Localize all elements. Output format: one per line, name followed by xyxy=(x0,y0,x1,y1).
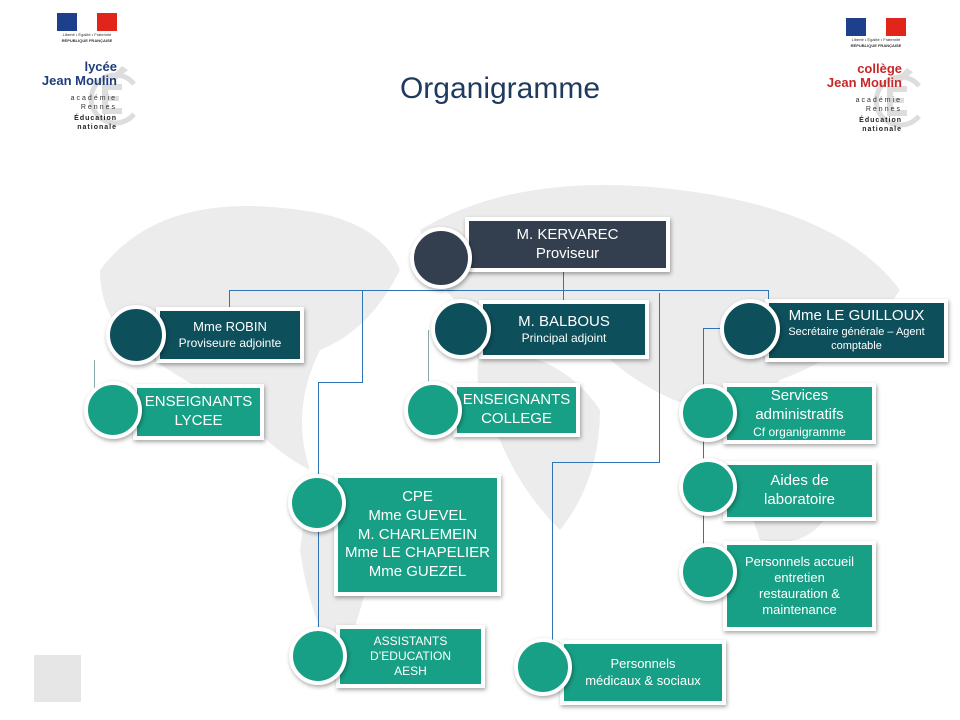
republique-francaise-flag-right xyxy=(846,18,906,36)
node-label: M. CHARLEMEIN xyxy=(357,525,478,543)
node-label: AESH xyxy=(394,664,427,678)
node-label: Mme GUEVEL xyxy=(368,506,467,524)
node-label: Personnels xyxy=(610,656,676,672)
photo-placeholder-circle xyxy=(679,543,737,601)
node-label: LYCEE xyxy=(174,412,223,429)
logo-academie: académie xyxy=(70,95,117,102)
logo-school-type: lycée xyxy=(84,59,117,74)
node-name: M. KERVAREC xyxy=(516,225,619,243)
node-label: D’EDUCATION xyxy=(369,649,452,663)
node-label: laboratoire xyxy=(764,491,835,508)
logo-motto-right: Liberté • Égalité • Fraternité xyxy=(851,37,901,42)
education-e-mark-icon xyxy=(873,68,921,128)
photo-placeholder-circle xyxy=(514,638,572,696)
logo-school-name: Jean Moulin xyxy=(41,73,117,88)
node-name: M. BALBOUS xyxy=(518,312,610,330)
photo-placeholder-circle xyxy=(410,227,472,289)
node-label: médicaux & sociaux xyxy=(585,672,701,688)
logo-republic-right: RÉPUBLIQUE FRANÇAISE xyxy=(850,43,902,48)
node-role: Proviseure adjointe xyxy=(178,335,282,350)
logo-nationale: nationale xyxy=(77,124,117,131)
photo-placeholder-circle xyxy=(431,299,491,359)
node-label: Aides de xyxy=(770,472,829,490)
logo-education: Éducation xyxy=(74,115,117,122)
photo-placeholder-circle xyxy=(84,381,142,439)
logo-education: Éducation xyxy=(859,117,902,124)
node-label: administratifs xyxy=(755,406,844,423)
node-role: Proviseur xyxy=(535,244,600,262)
node-role: Secrétaire générale – Agent comptable xyxy=(788,326,925,352)
node-label: Services xyxy=(770,387,829,405)
node-label: CPE xyxy=(402,488,433,506)
logo-school-name: Jean Moulin xyxy=(826,75,902,90)
node-label: ENSEIGNANTS xyxy=(462,391,571,409)
node-role: Principal adjoint xyxy=(521,331,607,346)
education-e-mark-icon xyxy=(88,66,136,126)
node-label: entretien xyxy=(774,569,825,585)
photo-placeholder-circle xyxy=(288,474,346,532)
node-label: ASSISTANTS xyxy=(373,634,448,648)
logo-nationale: nationale xyxy=(862,126,902,133)
node-label: maintenance xyxy=(762,602,837,618)
node-label: Mme LE CHAPELIER xyxy=(344,544,491,562)
logo-motto-left: Liberté • Égalité • Fraternité xyxy=(62,32,112,37)
republique-francaise-flag-left xyxy=(57,13,117,31)
node-label: COLLEGE xyxy=(481,410,552,427)
photo-placeholder-circle xyxy=(720,299,780,359)
node-label: Personnels accueil xyxy=(744,553,855,569)
photo-placeholder-circle xyxy=(679,458,737,516)
photo-placeholder-circle xyxy=(404,381,462,439)
placeholder-square xyxy=(34,655,81,702)
logo-school-type: collège xyxy=(857,61,902,76)
node-label: Mme GUEZEL xyxy=(368,563,467,581)
logo-rennes: Rennes xyxy=(865,106,902,113)
page-title: Organigramme xyxy=(399,72,601,105)
logo-academie: académie xyxy=(855,97,902,104)
photo-placeholder-circle xyxy=(106,305,166,365)
photo-placeholder-circle xyxy=(289,627,347,685)
node-label: Cf organigramme xyxy=(753,424,846,439)
node-name: Mme LE GUILLOUX xyxy=(788,307,925,325)
logo-rennes: Rennes xyxy=(80,104,117,111)
photo-placeholder-circle xyxy=(679,384,737,442)
node-name: Mme ROBIN xyxy=(193,319,267,335)
node-label: ENSEIGNANTS xyxy=(144,393,253,411)
node-label: restauration & xyxy=(759,586,840,601)
logo-republic-left: RÉPUBLIQUE FRANÇAISE xyxy=(61,38,113,43)
